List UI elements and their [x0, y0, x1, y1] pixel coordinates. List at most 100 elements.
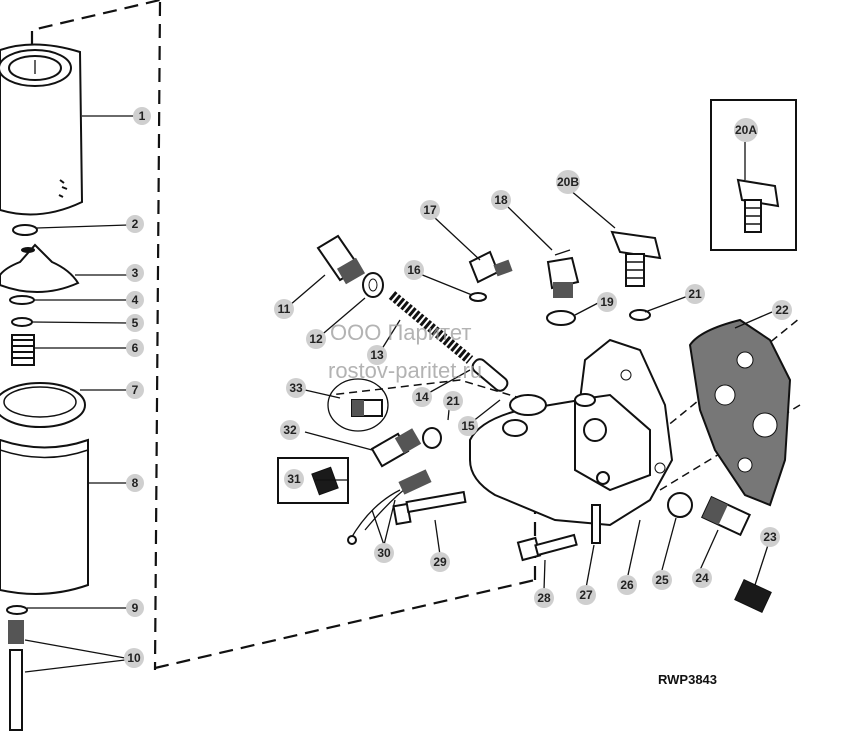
svg-text:28: 28: [537, 591, 551, 605]
callout-25: 25: [652, 570, 672, 590]
callout-24: 24: [692, 568, 712, 588]
callout-27: 27: [576, 585, 596, 605]
watermark: ООО Паритет rostov-paritet.ru: [328, 320, 482, 383]
ring-part-4: [9, 295, 35, 305]
svg-text:21: 21: [446, 394, 460, 408]
svg-text:4: 4: [132, 293, 139, 307]
washer-part-21-lower: [422, 427, 442, 449]
fitting-part-24: [700, 495, 752, 537]
callout-26: 26: [617, 575, 637, 595]
svg-text:rostov-paritet.ru: rostov-paritet.ru: [328, 358, 482, 383]
callout-2: 2: [126, 215, 144, 233]
reference-code: RWP3843: [658, 672, 717, 687]
callout-13: 13: [367, 345, 387, 365]
washer-part-19: [546, 310, 576, 326]
pin-part-27: [591, 504, 601, 544]
callout-5: 5: [126, 314, 144, 332]
svg-text:25: 25: [655, 573, 669, 587]
svg-text:13: 13: [370, 348, 384, 362]
callout-28: 28: [534, 588, 554, 608]
callout-18: 18: [491, 190, 511, 210]
bolt-part-29: [392, 490, 467, 526]
fitting-part-18: [546, 249, 580, 298]
callout-32: 32: [280, 420, 300, 440]
tee-fitting-part-20b: [610, 230, 662, 287]
callout-33: 33: [286, 378, 306, 398]
svg-text:33: 33: [289, 381, 303, 395]
callout-7: 7: [126, 381, 144, 399]
callout-22: 22: [772, 300, 792, 320]
callout-17: 17: [420, 200, 440, 220]
svg-text:18: 18: [494, 193, 508, 207]
callout-10: 10: [124, 648, 144, 668]
svg-text:11: 11: [278, 302, 291, 316]
callout-20a: 20A: [734, 118, 758, 142]
svg-text:6: 6: [132, 341, 139, 355]
svg-text:24: 24: [695, 571, 709, 585]
svg-text:1: 1: [139, 109, 146, 123]
callout-15: 15: [458, 416, 478, 436]
svg-text:19: 19: [600, 295, 614, 309]
elbow-part-17: [468, 250, 513, 284]
fitting-part-16: [469, 292, 487, 302]
callout-19: 19: [597, 292, 617, 312]
svg-text:17: 17: [423, 203, 437, 217]
callout-3: 3: [126, 264, 144, 282]
svg-text:32: 32: [283, 423, 297, 437]
cone-part-3: [0, 243, 80, 293]
svg-text:29: 29: [433, 555, 447, 569]
fitting-part-32: [370, 428, 422, 468]
svg-text:21: 21: [688, 287, 702, 301]
washer-part-25: [667, 492, 693, 518]
svg-text:5: 5: [132, 316, 139, 330]
filter-element-part-1: [0, 43, 84, 216]
spring-part-13: [388, 291, 474, 364]
gasket-plate-part-22: [688, 318, 792, 507]
svg-text:30: 30: [377, 546, 391, 560]
right-leader-lines: [289, 142, 773, 591]
svg-text:22: 22: [775, 303, 789, 317]
pin-part-14: [471, 358, 509, 392]
svg-text:16: 16: [407, 263, 421, 277]
ring-part-5: [11, 317, 33, 327]
svg-text:9: 9: [132, 601, 139, 615]
spring-part-6: [11, 334, 35, 366]
svg-text:23: 23: [763, 530, 777, 544]
callout-16: 16: [404, 260, 424, 280]
callout-30: 30: [374, 543, 394, 563]
callout-20b: 20B: [556, 170, 580, 194]
o-ring-part-9: [6, 605, 28, 615]
callout-12: 12: [306, 329, 326, 349]
callout-29: 29: [430, 552, 450, 572]
callout-21-upper: 21: [685, 284, 705, 304]
drain-plug-part-10: [8, 620, 24, 731]
svg-text:2: 2: [132, 217, 139, 231]
callout-8: 8: [126, 474, 144, 492]
o-ring-part-2: [12, 224, 38, 236]
washer-part-21-upper: [629, 309, 651, 321]
inset-part-31: [277, 457, 349, 504]
fitting-part-33: [327, 378, 389, 432]
callout-4: 4: [126, 291, 144, 309]
callout-14: 14: [412, 387, 432, 407]
svg-text:12: 12: [309, 332, 323, 346]
callout-6: 6: [126, 339, 144, 357]
svg-text:26: 26: [620, 578, 634, 592]
callout-1: 1: [133, 107, 151, 125]
svg-text:3: 3: [132, 266, 139, 280]
callout-21-lower: 21: [443, 391, 463, 411]
callout-31: 31: [284, 469, 304, 489]
callout-23: 23: [760, 527, 780, 547]
plug-part-23: [734, 579, 772, 613]
svg-text:27: 27: [579, 588, 593, 602]
svg-text:7: 7: [132, 383, 139, 397]
svg-text:31: 31: [287, 472, 301, 486]
svg-text:15: 15: [461, 419, 475, 433]
gasket-ring-part-7: [0, 382, 86, 428]
callout-9: 9: [126, 599, 144, 617]
svg-text:20B: 20B: [557, 175, 579, 189]
svg-text:14: 14: [415, 390, 429, 404]
fitting-part-11: [316, 234, 366, 285]
bowl-part-8: [0, 438, 89, 595]
